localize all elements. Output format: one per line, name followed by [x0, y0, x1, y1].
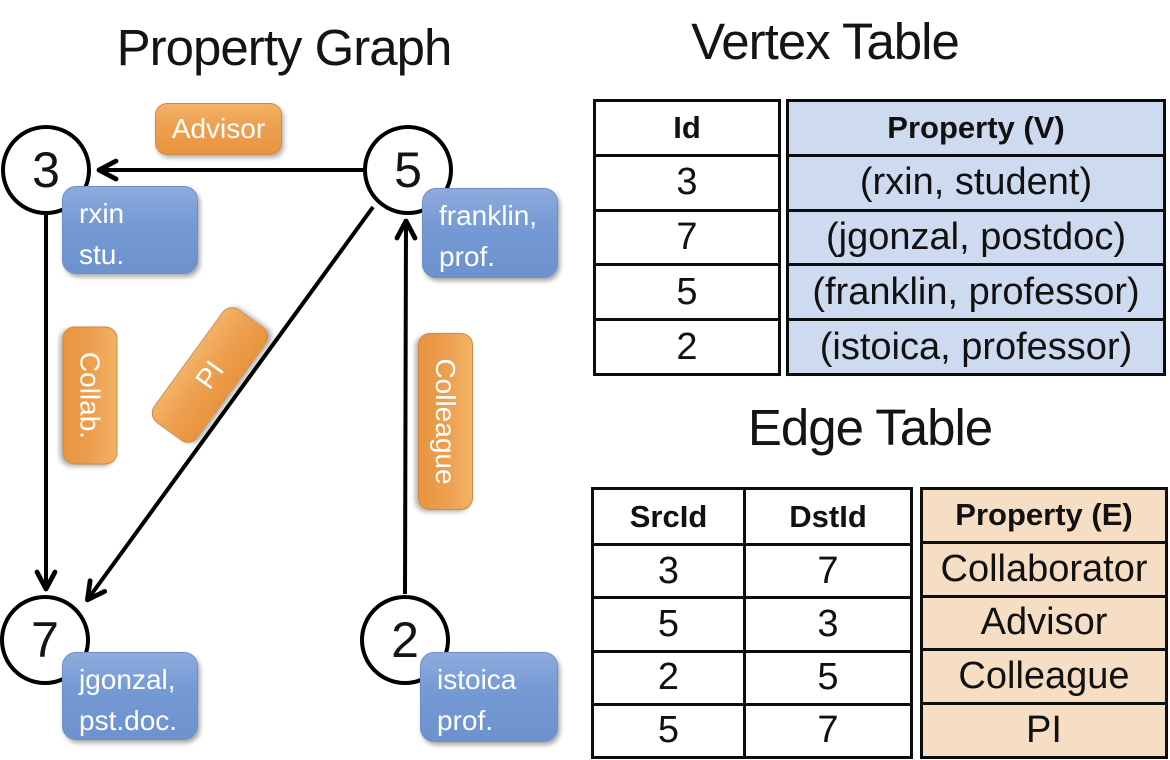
- graph-edges-layer: [34, 158, 418, 603]
- node-5-id: 5: [394, 142, 422, 198]
- edge-table-dstid-cell: 7: [743, 702, 910, 756]
- edge-label-advisor: Advisor: [155, 103, 282, 155]
- edge-table-title: Edge Table: [747, 399, 993, 456]
- edge-table-srcid-cell: 3: [594, 543, 743, 596]
- node-7-property-line2: pst.doc.: [79, 705, 178, 736]
- node-2-property-line1: istoica: [437, 664, 517, 695]
- node-2-property-box: istoica prof.: [420, 652, 558, 742]
- node-5-property-box: franklin, prof.: [422, 188, 558, 278]
- edge-table-srcid-cell: 5: [594, 596, 743, 649]
- edge-label-collab: Collab.: [62, 326, 118, 465]
- node-3-id: 3: [32, 142, 60, 198]
- node-5-property-line1: franklin,: [439, 200, 538, 231]
- edge-table-dstid-cell: 5: [743, 649, 910, 703]
- graph-node-5: 5: [363, 125, 453, 215]
- edge-colleague-2-to-5: [394, 218, 418, 595]
- vertex-table-id-header: Id: [673, 109, 701, 145]
- edge-table-property-cell: Colleague: [923, 648, 1165, 703]
- edge-table-property-cell: PI: [923, 702, 1165, 756]
- edge-table-dstid-cell: 7: [743, 543, 910, 597]
- edge-table-property-column: Property (E) Collaborator Advisor Collea…: [920, 487, 1168, 759]
- node-3-property-line1: rxin: [79, 198, 125, 229]
- vertex-table-id-cell: 7: [596, 208, 778, 264]
- vertex-table-property-cell: (jgonzal, postdoc): [789, 208, 1163, 264]
- node-2-id: 2: [391, 612, 419, 668]
- edge-table-property-cell: Advisor: [923, 594, 1165, 649]
- vertex-table-id-cell: 2: [596, 318, 778, 373]
- node-3-property-box: rxin stu.: [62, 186, 198, 274]
- edge-table-dstid-cell: 3: [743, 596, 910, 650]
- edge-table-dstid-header: DstId: [743, 490, 910, 544]
- edge-label-colleague: Colleague: [418, 333, 473, 510]
- graph-node-2: 2: [360, 595, 450, 685]
- edge-table-property-cell: Collaborator: [923, 540, 1165, 595]
- edge-table-srcid-cell: 5: [594, 702, 743, 756]
- node-5-property-line2: prof.: [439, 241, 496, 272]
- vertex-table-id-cell: 5: [596, 263, 778, 318]
- vertex-table-property-cell: (istoica, professor): [789, 318, 1163, 373]
- node-2-property-line2: prof.: [437, 705, 494, 736]
- vertex-table-title: Vertex Table: [691, 13, 960, 70]
- edge-table-id-columns: SrcId DstId 3 7 5 3 2 5 5 7: [591, 487, 913, 759]
- edge-table-srcid-cell: 2: [594, 649, 743, 703]
- node-7-property-line1: jgonzal,: [79, 664, 176, 695]
- vertex-table-id-column: Id 3 7 5 2: [593, 99, 781, 376]
- vertex-table-property-header: Property (V): [789, 102, 1163, 154]
- edge-pi-5-to-7: [85, 205, 375, 603]
- vertex-table-id-cell: 3: [596, 153, 778, 209]
- vertex-table-property-column: Property (V) (rxin, student) (jgonzal, p…: [786, 99, 1166, 376]
- edge-table-property-header: Property (E): [923, 490, 1165, 541]
- vertex-table-property-cell: (rxin, student): [789, 153, 1163, 209]
- edge-table-srcid-header: SrcId: [629, 498, 708, 534]
- vertex-table-property-cell: (franklin, professor): [789, 263, 1163, 319]
- node-7-property-box: jgonzal, pst.doc.: [62, 652, 198, 740]
- node-3-property-line2: stu.: [79, 239, 125, 270]
- property-graph-title: Property Graph: [116, 19, 453, 76]
- node-7-id: 7: [31, 612, 59, 668]
